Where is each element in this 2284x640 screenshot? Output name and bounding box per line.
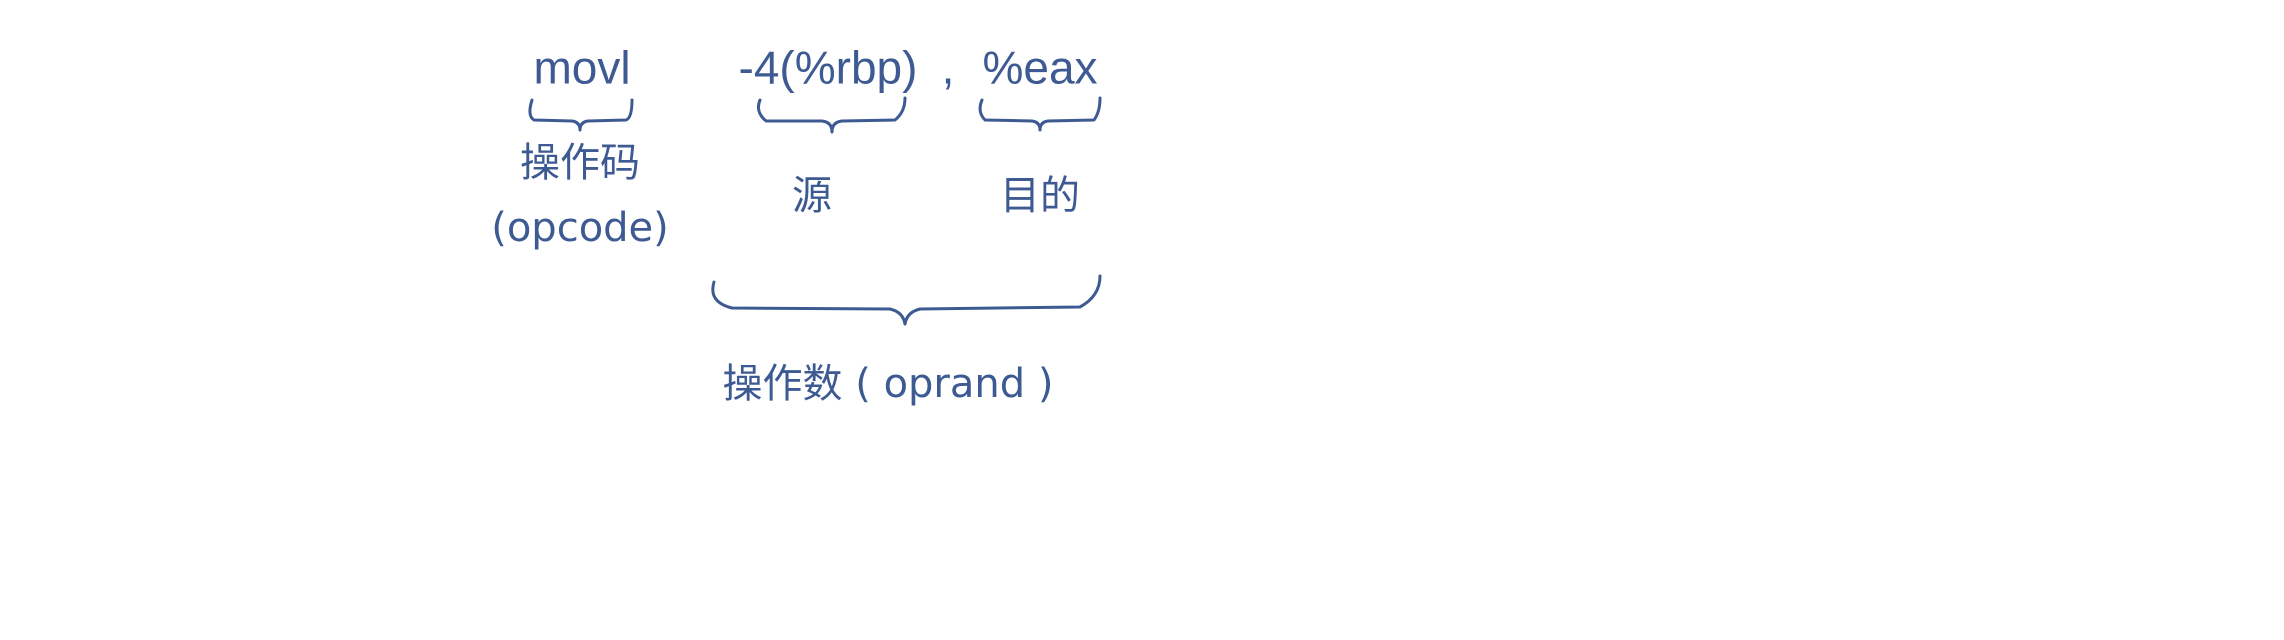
opcode-label-en: (opcode) — [491, 205, 669, 251]
opcode-brace — [528, 98, 634, 132]
opcode-text: movl — [533, 41, 631, 94]
operands-label: 操作数 ( oprand ) — [722, 361, 1054, 407]
operands-brace — [711, 274, 1102, 326]
comma-separator: , — [941, 41, 955, 94]
opcode-label-cn: 操作码 — [520, 140, 640, 186]
source-label: 源 — [792, 173, 832, 219]
source-brace — [757, 96, 907, 134]
source-operand-text: -4(%rbp) — [738, 41, 918, 94]
destination-brace — [978, 96, 1102, 132]
destination-operand-text: %eax — [982, 41, 1098, 94]
destination-label: 目的 — [1000, 173, 1080, 219]
